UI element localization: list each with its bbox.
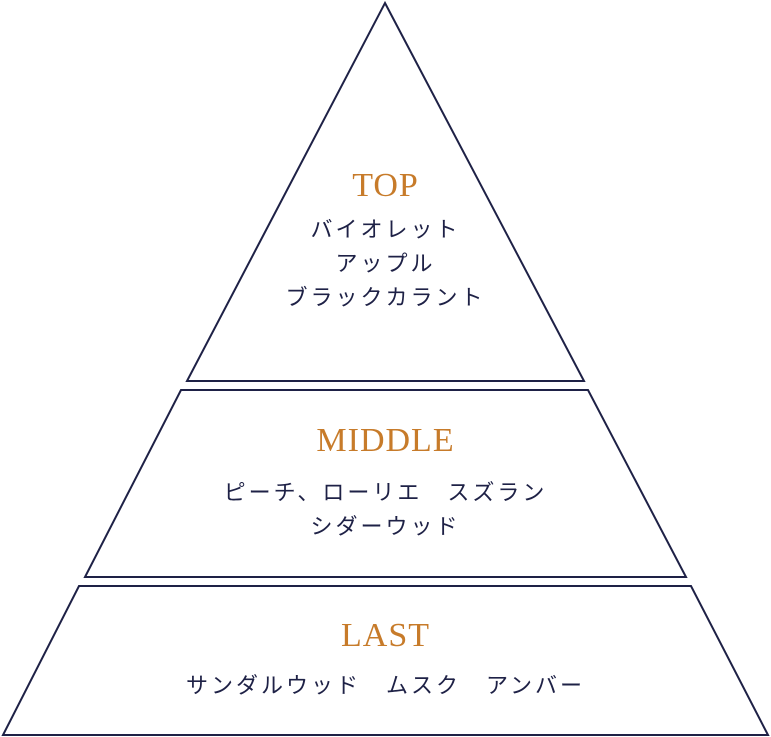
tier-middle: MIDDLE ピーチ、ローリエ スズラン シダーウッド [0, 421, 771, 545]
tier-last-note: サンダルウッド ムスク アンバー [185, 674, 586, 699]
tier-last: LAST サンダルウッド ムスク アンバー [0, 616, 771, 704]
pyramid-tier-middle-shape [83, 389, 688, 578]
tier-middle-note: シダーウッド [310, 515, 461, 540]
tier-last-title: LAST [341, 617, 430, 654]
tier-top: TOP バイオレット アップル ブラックカラント [0, 166, 771, 316]
tier-top-note: ブラックカラント [285, 286, 486, 311]
tier-middle-title: MIDDLE [316, 422, 455, 459]
tier-top-title: TOP [352, 167, 419, 204]
tier-middle-note: ピーチ、ローリエ スズラン [223, 481, 548, 506]
tier-top-note: アップル [335, 252, 436, 277]
pyramid-tier-top-shape [185, 0, 586, 382]
pyramid-tier-last-shape [1, 585, 770, 736]
tier-top-note: バイオレット [310, 218, 461, 243]
